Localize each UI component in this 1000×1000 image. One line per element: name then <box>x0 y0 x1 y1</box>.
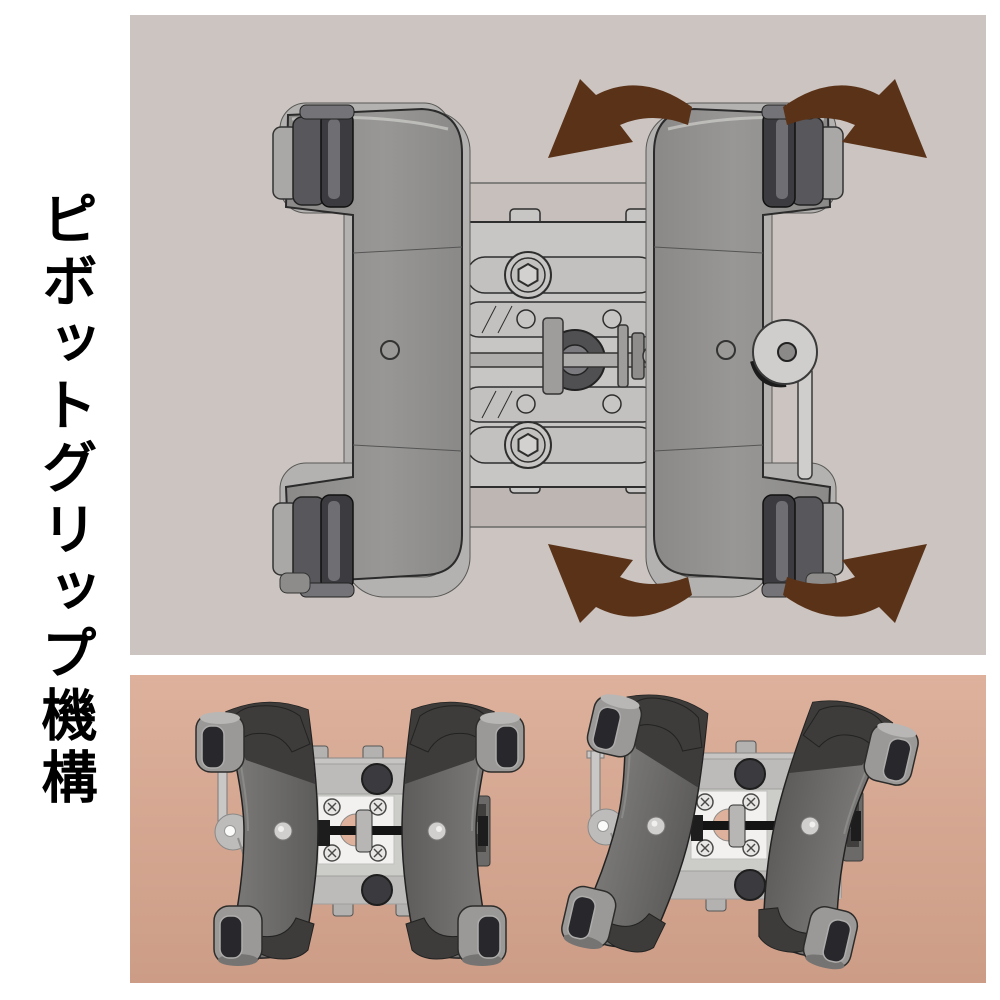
grip-pad-bottom <box>272 494 355 598</box>
hex-bolt-bottom <box>504 421 552 469</box>
rear-views-panel <box>130 675 986 983</box>
grip-arm-left <box>272 102 471 598</box>
mechanism-rear-views <box>195 680 925 979</box>
grip-pad-top <box>272 104 355 208</box>
mechanism-front-view <box>272 79 927 623</box>
hex-bolt-top <box>504 251 552 299</box>
mechanism-rear-view-right <box>539 680 925 979</box>
center-plate <box>450 208 661 494</box>
sidebar-title-column: ピボットグリップ機構 <box>0 0 130 1000</box>
pivot-axle <box>442 317 691 395</box>
mechanism-rear-view-left <box>195 701 525 967</box>
page-title: ピボットグリップ機構 <box>34 190 97 810</box>
front-view-panel <box>130 15 986 655</box>
pivot-lever <box>750 319 818 480</box>
